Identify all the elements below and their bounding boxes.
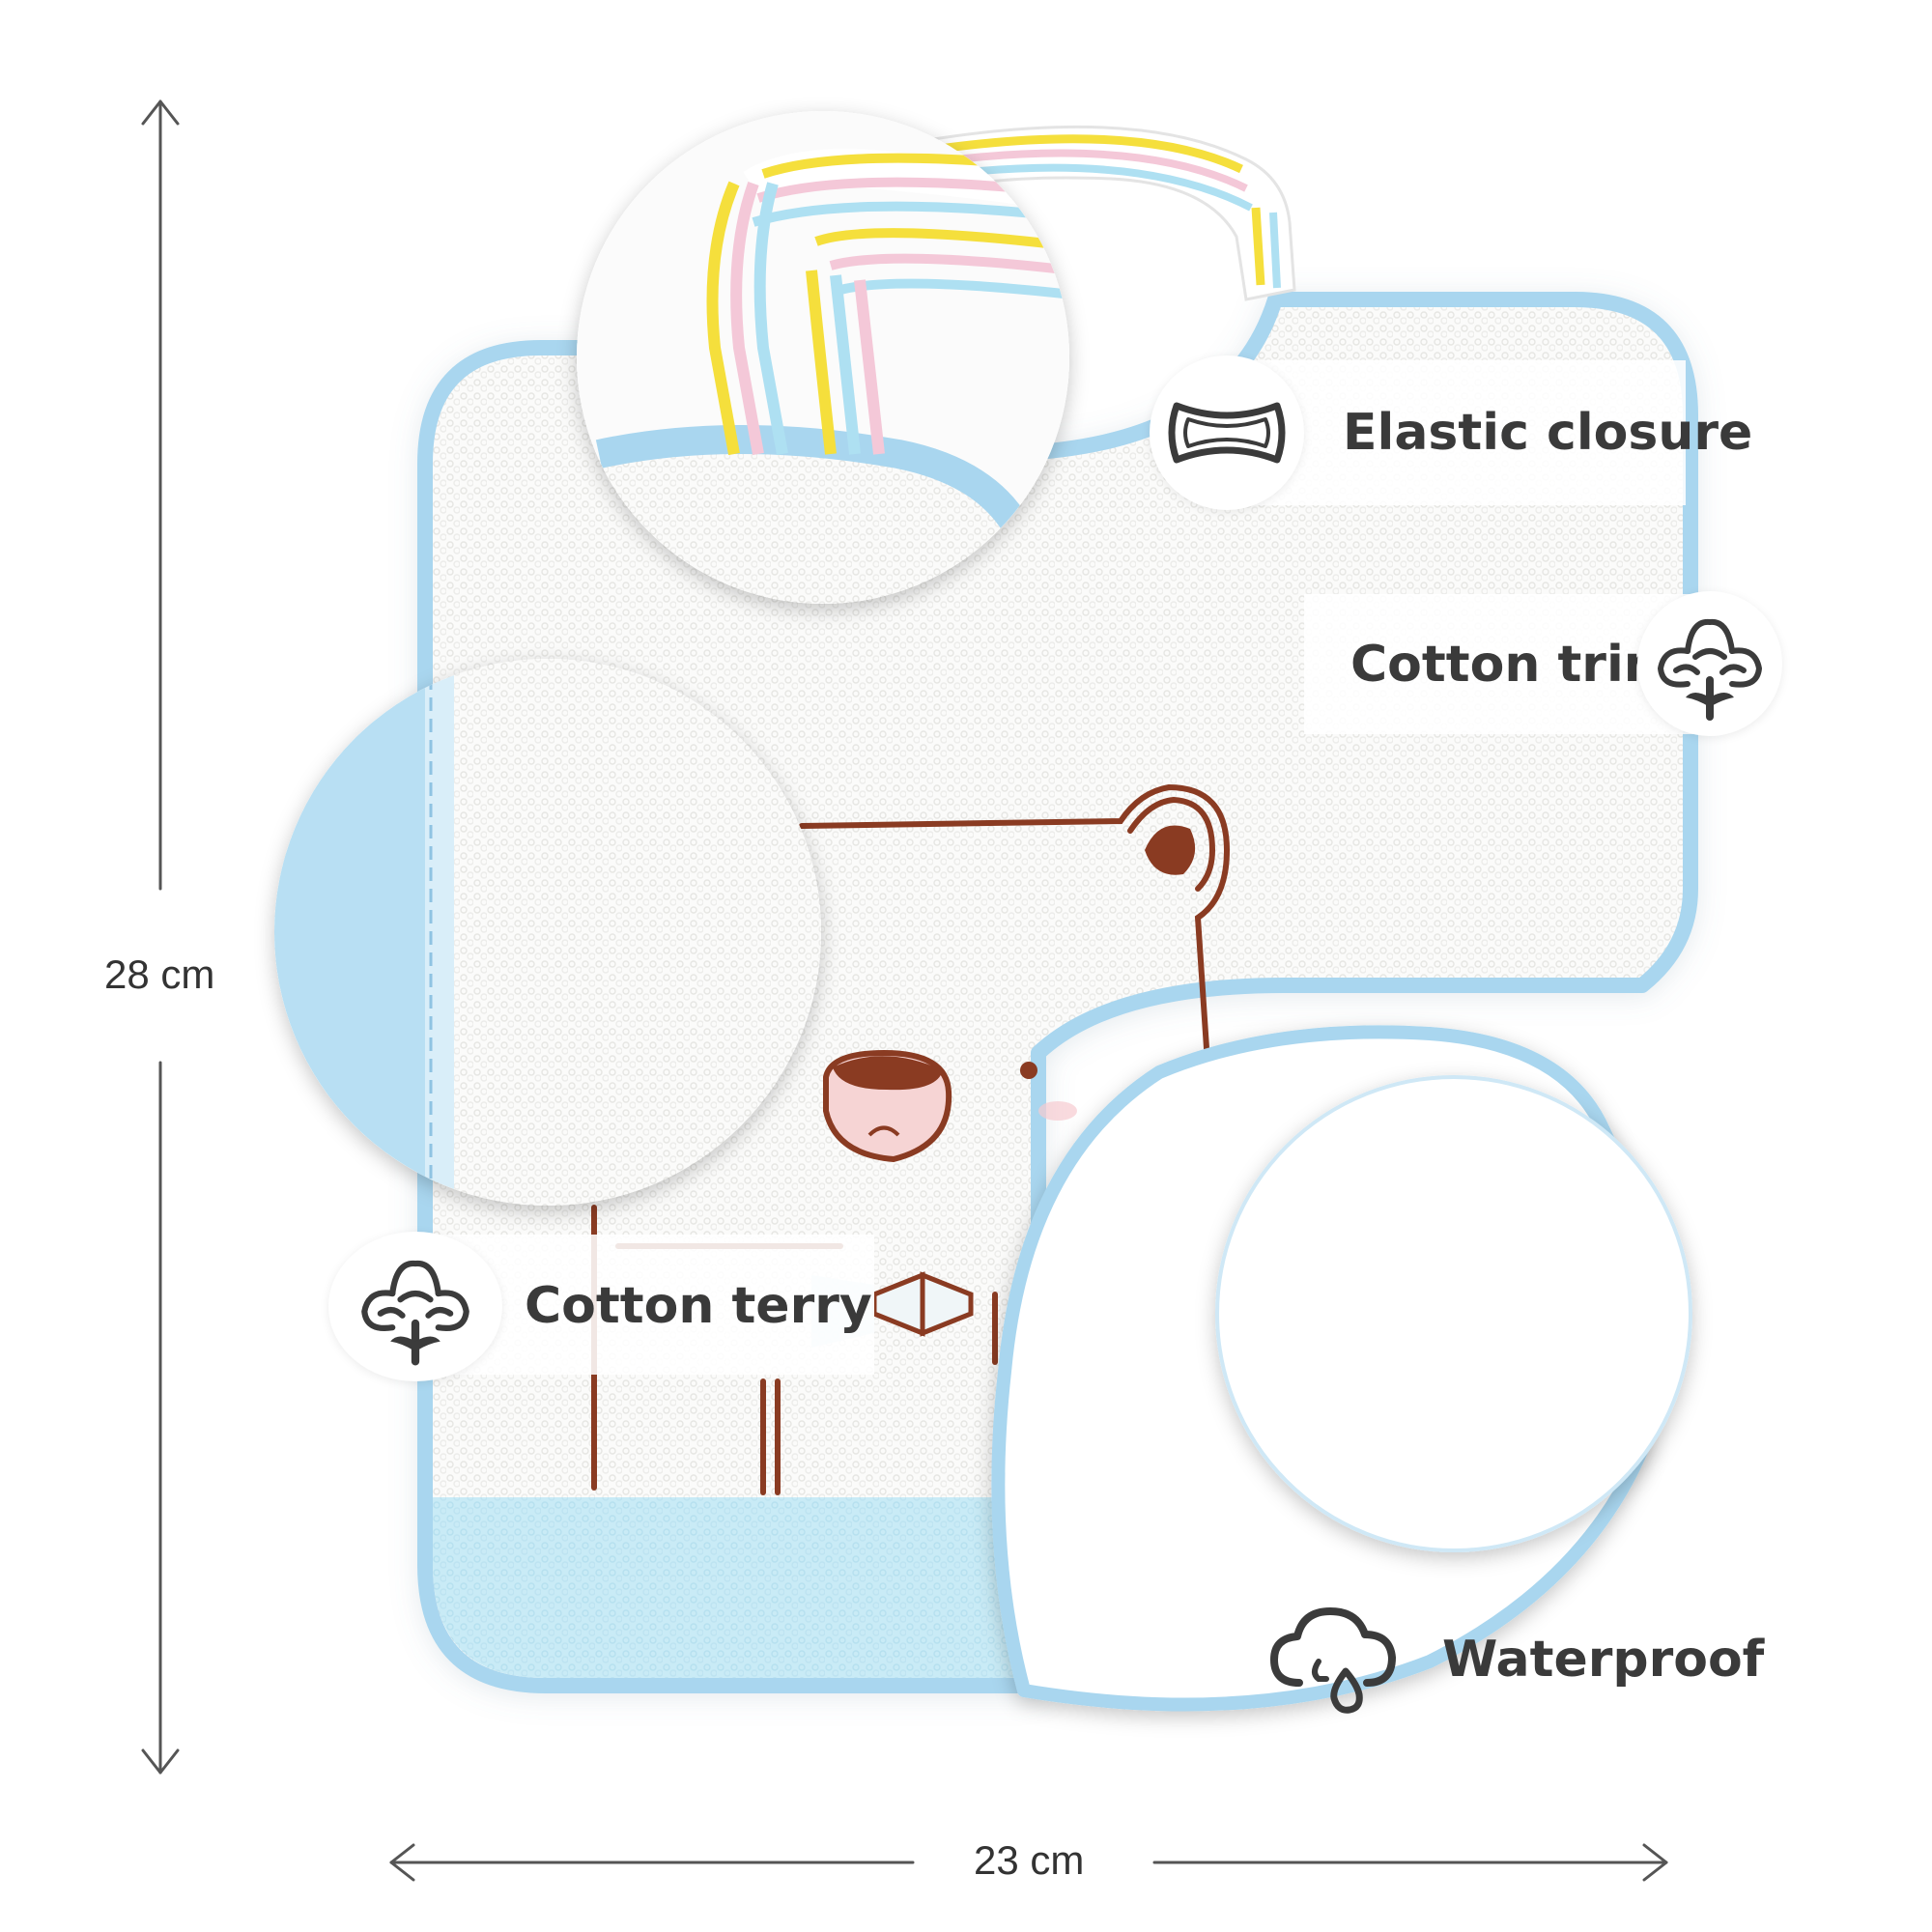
elastic-strap [925, 125, 1296, 301]
bear-ear [1145, 825, 1196, 875]
height-dimension-label: 28 cm [104, 952, 215, 997]
elastic-closure-label: Elastic closure [1343, 404, 1753, 462]
width-dimension-label: 23 cm [974, 1837, 1085, 1883]
waterproof-label: Waterproof [1442, 1631, 1765, 1689]
cotton-trim-label: Cotton trim [1350, 636, 1676, 694]
zoom-circle-waterproof [1215, 1075, 1692, 1552]
cotton-terry-label: Cotton terry [525, 1277, 872, 1335]
cotton-terry-icon-disc [328, 1232, 502, 1381]
cloud-raindrop-icon [1270, 1607, 1396, 1714]
bear-bowtie [871, 1271, 974, 1337]
elastic-closure-icon-disc [1150, 355, 1304, 510]
cotton-trim-icon-disc [1637, 591, 1782, 736]
bear-eye [1020, 1062, 1037, 1079]
cotton-plant-icon [1658, 618, 1762, 721]
cotton-plant-icon [361, 1260, 469, 1366]
bear-nose [823, 1049, 952, 1163]
elastic-band-icon [1168, 402, 1286, 464]
